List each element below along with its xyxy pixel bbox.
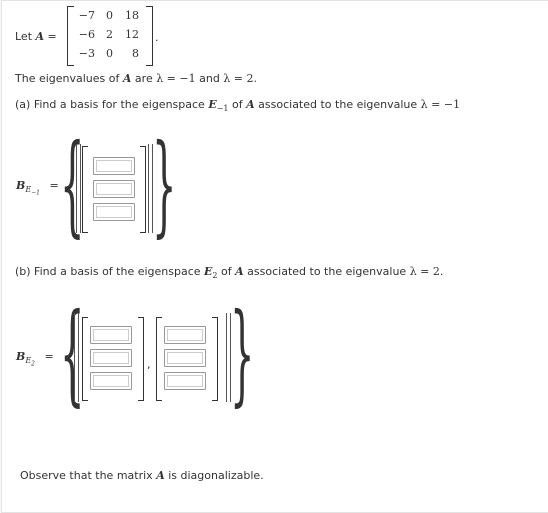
eigen-lambda2: λ = 2 [223, 72, 254, 85]
basis-b2-entry-1[interactable] [164, 326, 206, 344]
basis-b1-entry-3[interactable] [90, 372, 132, 390]
matrix-cell: 0 [106, 9, 113, 22]
matrix-cell: −7 [78, 9, 95, 22]
matrix-cell: 12 [125, 28, 139, 41]
basis-a-equals: = [49, 179, 59, 192]
basis-b2-entry-2[interactable] [164, 349, 206, 367]
part-b-mid: of [217, 265, 236, 278]
matrix-cell: −6 [78, 28, 95, 41]
basis-b1-entry-2[interactable] [90, 349, 132, 367]
basis-b-E: E [25, 356, 32, 366]
basis-a-E: E [25, 185, 32, 195]
set-right-brace-icon: } [152, 120, 177, 248]
footer-note: Observe that the matrix A is diagonaliza… [20, 469, 264, 482]
eigen-and: and [195, 72, 224, 85]
basis-a-entry-2[interactable] [93, 180, 135, 198]
basis-a-B: B [16, 179, 26, 192]
part-a-prefix: (a) Find a basis for the eigenspace [15, 98, 209, 111]
matrix-cell: 18 [125, 9, 139, 22]
part-a-space: E [208, 98, 217, 111]
matrix-A: −7 0 18 −6 2 12 −3 0 8 [67, 6, 153, 66]
vector-left-bracket [82, 146, 88, 233]
matrix-equals: = [44, 30, 57, 43]
matrix-var: A [35, 30, 45, 43]
eigen-lambda1: λ = −1 [156, 72, 196, 85]
vector-left-bracket [82, 317, 88, 401]
let-text: Let [15, 30, 36, 43]
basis-a-entry-3[interactable] [93, 203, 135, 221]
set-left-bar [74, 313, 79, 402]
basis-a-entry-1[interactable] [93, 157, 135, 175]
eigen-middle: are [131, 72, 157, 85]
set-left-bar [76, 144, 81, 233]
basis-b-equals: = [44, 350, 54, 363]
matrix-cell: −3 [78, 47, 95, 60]
part-a-suffix: associated to the eigenvalue [254, 98, 421, 111]
set-right-brace-icon: } [230, 289, 255, 417]
matrix-definition: Let A = [15, 30, 57, 43]
part-b-var: A [235, 265, 244, 278]
part-b-suffix: associated to the eigenvalue [243, 265, 410, 278]
matrix-cell: 8 [132, 47, 139, 60]
set-right-bar [226, 313, 231, 402]
basis-b-B: B [16, 350, 26, 363]
basis-b-subsub: 2 [31, 360, 35, 368]
eigen-prefix: The eigenvalues of [15, 72, 123, 85]
footer-suffix: is diagonalizable. [164, 469, 264, 482]
part-b-sub: 2 [212, 271, 218, 281]
part-b-prompt: (b) Find a basis of the eigenspace E2 of… [15, 265, 443, 280]
eigen-var: A [122, 72, 132, 85]
vector-left-bracket [156, 317, 162, 401]
matrix-left-bracket [67, 6, 74, 66]
matrix-cell: 0 [106, 47, 113, 60]
basis-a-label: BE−1 = [16, 179, 59, 197]
part-a-prompt: (a) Find a basis for the eigenspace E−1 … [15, 98, 460, 113]
footer-var: A [156, 469, 165, 482]
basis-b2-entry-3[interactable] [164, 372, 206, 390]
matrix-cell: 2 [106, 28, 113, 41]
part-b-lambda: λ = 2 [409, 265, 440, 278]
matrix-period: . [155, 31, 159, 44]
part-a-var: A [246, 98, 255, 111]
part-a-mid: of [228, 98, 247, 111]
part-a-lambda: λ = −1 [420, 98, 461, 111]
basis-b-label: BE2 = [16, 350, 54, 368]
vector-right-bracket [212, 317, 218, 401]
part-b-period: . [439, 265, 444, 278]
basis-b1-entry-1[interactable] [90, 326, 132, 344]
set-right-bar [148, 144, 153, 233]
part-b-space: E [204, 265, 213, 278]
part-a-sub: −1 [216, 104, 229, 114]
vector-right-bracket [140, 146, 146, 233]
eigenvalues-sentence: The eigenvalues of A are λ = −1 and λ = … [15, 72, 257, 85]
eigen-period: . [253, 72, 258, 85]
vector-right-bracket [138, 317, 144, 401]
basis-a-subsub: −1 [31, 189, 41, 197]
vector-separator-comma: , [147, 358, 151, 371]
footer-prefix: Observe that the matrix [20, 469, 157, 482]
set-left-brace-icon: { [60, 289, 85, 417]
matrix-right-bracket [146, 6, 153, 66]
part-b-prefix: (b) Find a basis of the eigenspace [15, 265, 205, 278]
